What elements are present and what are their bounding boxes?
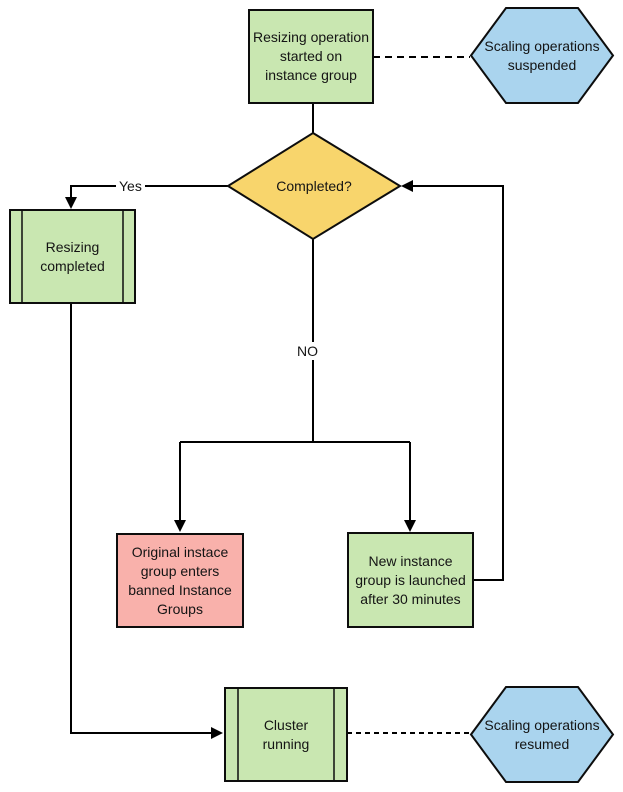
node-cluster-running-shape bbox=[224, 687, 348, 782]
node-banned-shape bbox=[116, 533, 244, 628]
edge-decision-yes bbox=[70, 185, 228, 198]
arrowhead-into-banned bbox=[174, 520, 186, 532]
node-cluster-running-label: Cluster running bbox=[262, 716, 310, 752]
node-suspended-label: Scaling operations suspended bbox=[484, 37, 600, 73]
node-new-group-label: New instance group is launched after 30 … bbox=[355, 552, 466, 607]
arrowhead-into-cluster-running bbox=[211, 727, 223, 739]
edge-resizing-to-cluster bbox=[70, 303, 212, 734]
node-start-shape bbox=[248, 9, 374, 104]
node-resumed-shape bbox=[469, 686, 615, 783]
node-banned-label: Original instace group enters banned Ins… bbox=[128, 543, 232, 617]
edge-label-no: NO bbox=[294, 342, 321, 360]
node-resizing-completed-label: Resizing completed bbox=[40, 238, 105, 274]
node-suspended-shape bbox=[469, 7, 615, 104]
node-resumed-label: Scaling operations resumed bbox=[484, 716, 600, 752]
arrowhead-into-new-group bbox=[404, 520, 416, 532]
edge-new-group-feedback bbox=[412, 185, 504, 581]
arrowhead-into-resizing-completed bbox=[65, 197, 77, 209]
node-resizing-completed-shape bbox=[9, 209, 136, 304]
node-decision-label: Completed? bbox=[276, 177, 352, 194]
node-new-group-shape bbox=[347, 532, 474, 628]
arrowhead-into-decision bbox=[401, 180, 413, 192]
node-decision-shape bbox=[226, 131, 402, 241]
edge-label-yes: Yes bbox=[116, 177, 145, 195]
node-start-label: Resizing operation started on instance g… bbox=[253, 29, 369, 83]
